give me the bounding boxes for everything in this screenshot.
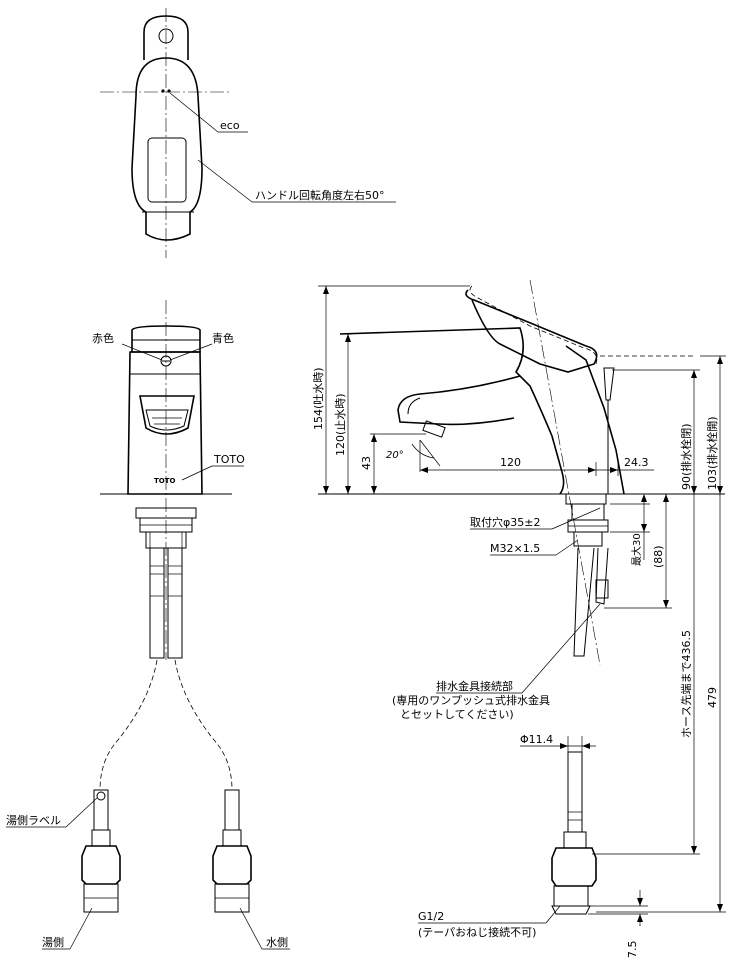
side-view: 154(吐水時) 120(止水時) 43 20° 120 24.3 90(排水栓 [312,279,726,959]
max-30-label: 最大30 [630,533,643,566]
front-view: TOTO 赤色 青色 [6,300,290,950]
dim-479: 479 [706,687,719,708]
thread-label: M32×1.5 [490,542,540,555]
dim-103-drain-open: 103(排水栓開) [705,416,719,490]
dim-43: 43 [360,456,373,470]
angle-20: 20° [386,450,404,461]
drain-connection-label: 排水金具接続部 [436,679,513,693]
mount-hole-label: 取付穴φ35±2 [470,515,540,529]
phi-11-4-label: Φ11.4 [520,733,553,746]
body-brand-mark: TOTO [154,477,176,485]
drain-note-line-1: (専用のワンプッシュ式排水金具 [392,693,550,707]
dim-120-horizontal: 120 [500,456,521,469]
dim-90-drain-closed: 90(排水栓閉) [679,423,693,490]
cold-side-label: 水側 [266,936,288,949]
dim-154-spout-open: 154(吐水時) [312,367,325,430]
dim-24-3: 24.3 [624,456,649,469]
dim-7-5: 7.5 [626,941,639,959]
g-half-label: G1/2 [418,910,444,923]
dim-88: (88) [652,545,665,568]
drain-note-line-2: とセットしてください) [400,708,514,721]
eco-label: eco [220,119,240,132]
hose-to-end-label: ホース先端まで436.5 [680,630,693,738]
top-view: eco ハンドル回転角度左右50° [100,8,396,258]
taper-note: (テーパおねじ接続不可) [418,925,536,939]
red-color-label: 赤色 [92,331,114,345]
hot-side-label-text: 湯側ラベル [6,814,61,827]
handle-angle-label: ハンドル回転角度左右50° [255,188,385,202]
hot-side-label: 湯側 [42,936,64,949]
dim-120-spout-closed: 120(止水時) [334,393,347,456]
blue-color-label: 青色 [212,331,234,345]
brand-label: TOTO [213,453,245,466]
